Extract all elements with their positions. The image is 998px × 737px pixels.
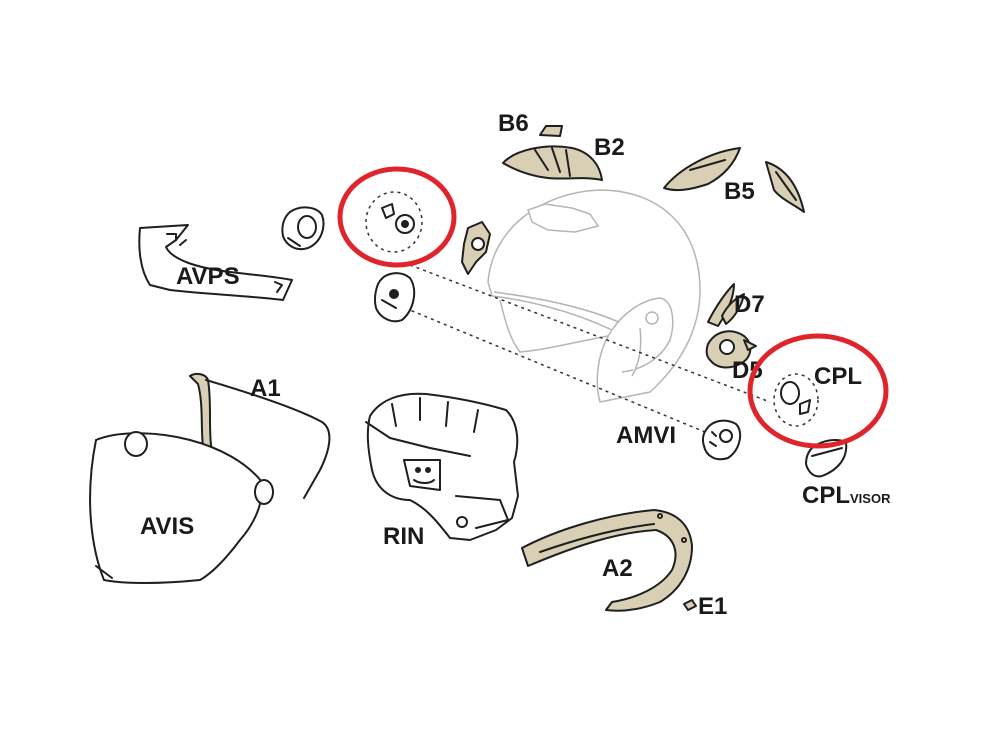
part-a1 [189,372,331,499]
label-a1: A1 [250,375,281,402]
part-d5 [705,330,757,369]
part-b6 [539,125,563,137]
highlight-circles [337,166,889,449]
label-a2: A2 [602,555,633,582]
part-avps [138,224,293,301]
part-b2 [502,145,603,181]
part-side-plate [461,221,491,275]
label-b2: B2 [594,134,625,161]
label-amvi: AMVI [616,422,676,449]
assembly-guide-lines [404,264,771,433]
part-pivot-mechanism-left [365,191,423,253]
part-d7 [707,283,745,327]
part-pivot-disc [281,206,325,251]
part-cpl-visor [805,439,848,478]
highlight-circle-left [337,166,457,268]
label-avis: AVIS [140,513,194,540]
label-cpl-visor: CPLVISOR [802,482,891,509]
part-base-plate [373,272,416,323]
part-a2 [521,509,693,612]
part-e1 [683,599,697,611]
part-amvi [701,419,742,461]
label-d7: D7 [734,291,765,318]
part-cpl [773,373,819,427]
label-avps: AVPS [176,263,240,290]
part-rin [365,392,519,541]
highlight-circle-right [747,333,889,449]
label-b5: B5 [724,178,755,205]
helmet-shell [487,189,701,403]
label-rin: RIN [383,523,424,550]
label-e1: E1 [698,593,727,620]
part-b5 [663,147,805,213]
label-b6: B6 [498,110,529,137]
part-avis [89,431,274,584]
label-cpl: CPL [814,363,862,390]
